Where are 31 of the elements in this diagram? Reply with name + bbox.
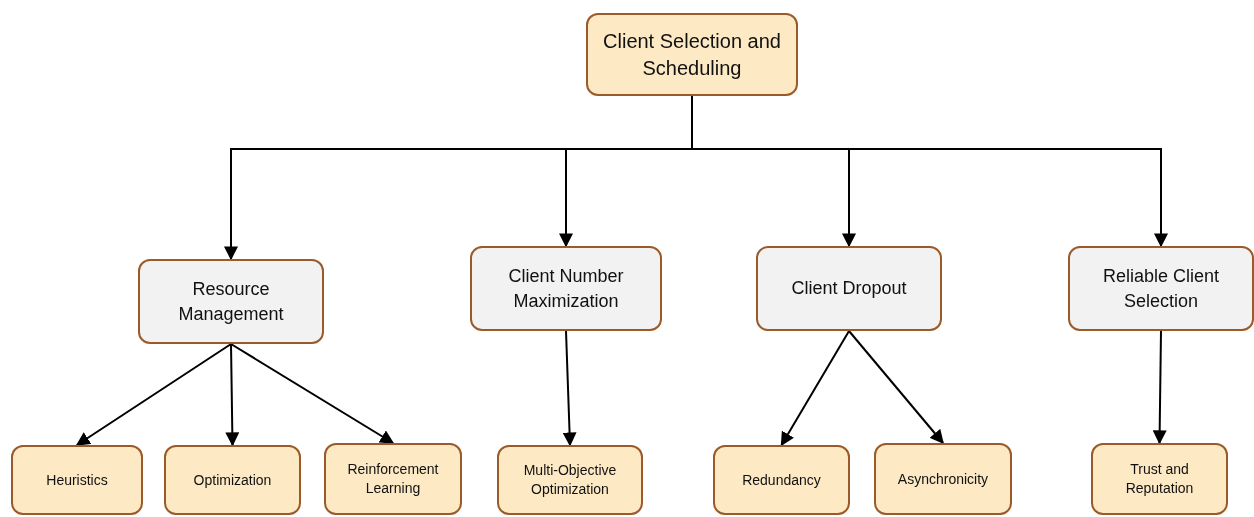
leaf-box xyxy=(324,443,462,515)
arrow xyxy=(562,330,577,447)
category-box xyxy=(1068,246,1254,331)
leaf-box xyxy=(874,443,1012,515)
category-box xyxy=(138,259,324,344)
arrow xyxy=(1152,330,1167,445)
node-label: Client Dropout xyxy=(791,277,907,301)
node-label: Asynchronicity xyxy=(897,469,989,489)
title-box xyxy=(586,13,798,96)
node-label: Resource Management xyxy=(177,278,285,326)
node-label: Reinforcement Learning xyxy=(346,460,440,498)
leaf-box xyxy=(11,445,143,515)
node-label: Client Number Maximization xyxy=(507,265,625,313)
arrow xyxy=(848,330,944,445)
node-label: Heuristics xyxy=(46,470,108,490)
leaf-box xyxy=(164,445,301,515)
node-label: Redundancy xyxy=(742,470,821,490)
arrow xyxy=(230,343,395,444)
node-label: Multi-Objective Optimization xyxy=(522,461,618,499)
leaf-box xyxy=(713,445,850,515)
category-box xyxy=(756,246,942,331)
arrow xyxy=(225,343,240,447)
node-label: Reliable Client Selection xyxy=(1101,265,1221,313)
node-label: Trust and Reputation xyxy=(1124,460,1195,498)
arrow xyxy=(75,343,232,446)
node-label: Client Selection and Scheduling xyxy=(602,28,782,81)
category-box xyxy=(470,246,662,331)
arrow xyxy=(780,330,850,447)
leaf-box xyxy=(497,445,643,515)
leaf-box xyxy=(1091,443,1228,515)
node-label: Optimization xyxy=(193,470,272,490)
